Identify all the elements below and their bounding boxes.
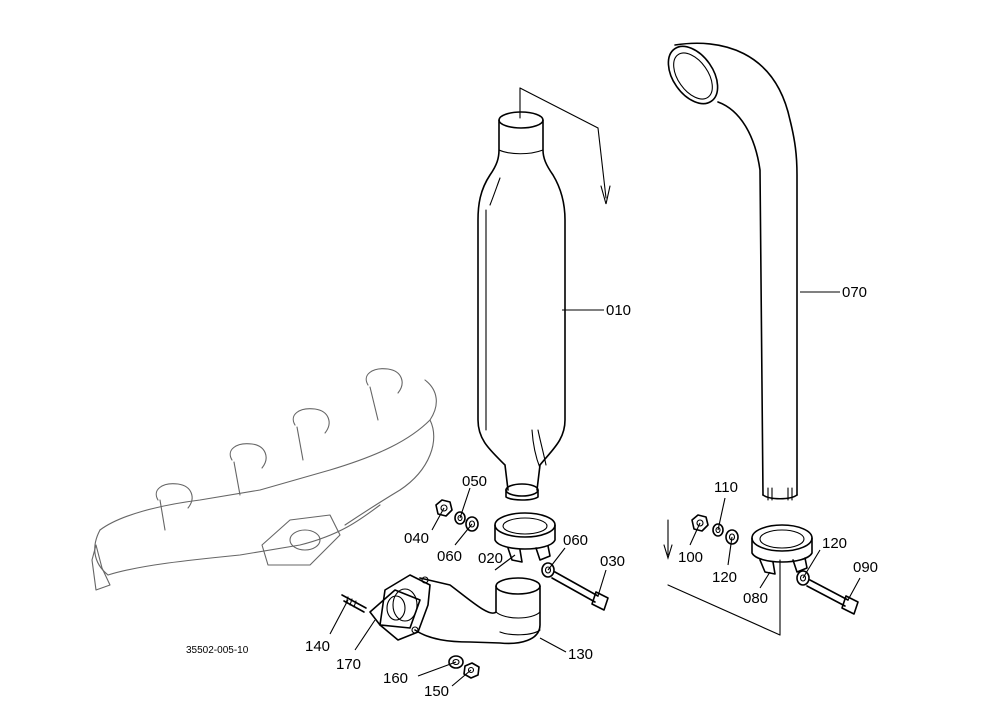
- callout-060-left: 060: [437, 548, 462, 565]
- nut-150: [463, 662, 480, 679]
- nut-040: [435, 499, 453, 517]
- callout-030: 030: [600, 553, 625, 570]
- nut-100: [691, 514, 709, 532]
- gasket: [369, 589, 421, 629]
- callout-080: 080: [743, 590, 768, 607]
- callout-100: 100: [678, 549, 703, 566]
- callout-150: 150: [424, 683, 449, 700]
- assembly-arrow-muffler: [519, 87, 611, 205]
- callout-060-right: 060: [563, 532, 588, 549]
- washer-120b: [796, 570, 810, 586]
- callout-090: 090: [853, 559, 878, 576]
- callout-070: 070: [842, 284, 867, 301]
- exhaust-elbow: [379, 574, 541, 645]
- callout-120-right: 120: [822, 535, 847, 552]
- callout-170: 170: [336, 656, 361, 673]
- exhaust-manifold: [91, 368, 437, 591]
- clamp-muffler: [494, 512, 556, 563]
- callout-160: 160: [383, 670, 408, 687]
- washer-160: [448, 655, 464, 669]
- washer-060a: [465, 516, 479, 532]
- tail-pipe: [667, 42, 798, 501]
- callout-110: 110: [714, 479, 738, 496]
- callout-130: 130: [568, 646, 593, 663]
- bolt-clamp-muffler: [551, 571, 609, 611]
- callout-050: 050: [462, 473, 487, 490]
- assembly-guide-lines: [663, 519, 781, 636]
- stud-bolt: [341, 594, 367, 613]
- clamp-tail-pipe: [751, 524, 813, 575]
- washer-060b: [541, 562, 555, 578]
- drawing-code: 35502-005-10: [186, 645, 249, 656]
- muffler: [477, 111, 566, 501]
- callout-010: 010: [606, 302, 631, 319]
- washer-050: [454, 511, 466, 525]
- callout-140: 140: [305, 638, 330, 655]
- callout-120-left: 120: [712, 569, 737, 586]
- callout-labels: 010 020 030 040 050 060 060 070 080 090 …: [186, 284, 878, 700]
- leader-lines: [329, 291, 861, 687]
- callout-040: 040: [404, 530, 429, 547]
- bolt-clamp-tail-pipe: [806, 579, 859, 615]
- callout-020: 020: [478, 550, 503, 567]
